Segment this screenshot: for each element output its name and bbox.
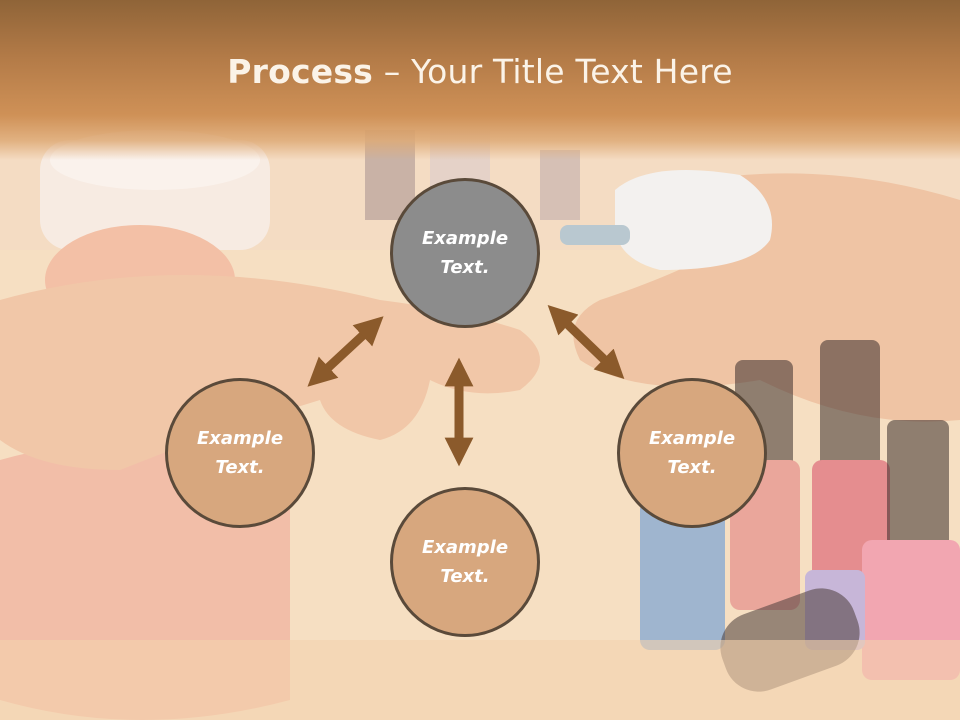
process-node-left[interactable]: Example Text. <box>165 378 315 528</box>
process-node-left-label: Example Text. <box>196 428 284 478</box>
process-node-top-label: Example Text. <box>421 228 509 278</box>
title-band <box>0 0 960 160</box>
process-node-bottom[interactable]: Example Text. <box>390 487 540 637</box>
process-node-right-label: Example Text. <box>648 428 736 478</box>
process-node-bottom-label: Example Text. <box>421 537 509 587</box>
process-node-top[interactable]: Example Text. <box>390 178 540 328</box>
process-node-right[interactable]: Example Text. <box>617 378 767 528</box>
title-strong: Process <box>227 52 374 91</box>
title-rest: – Your Title Text Here <box>373 52 733 91</box>
slide-title: Process – Your Title Text Here <box>0 52 960 91</box>
